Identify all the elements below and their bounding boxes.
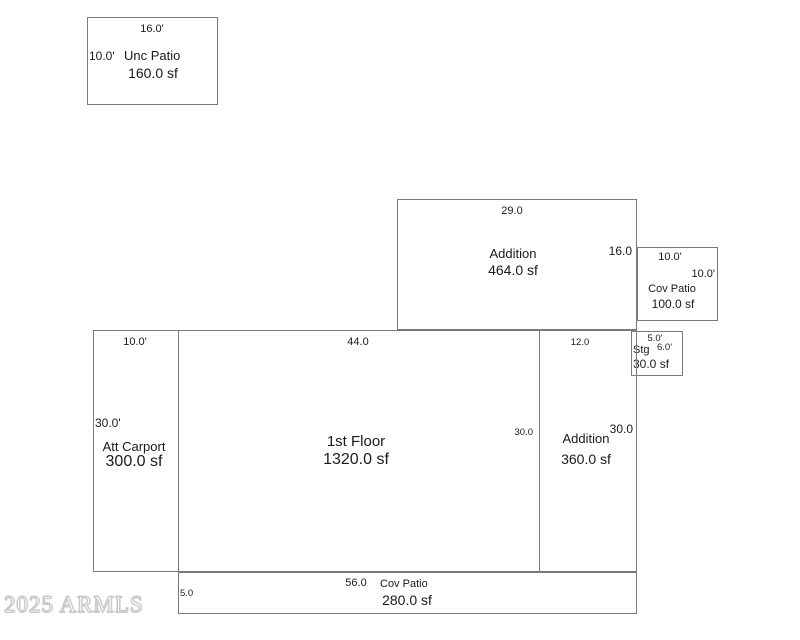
addition-right-height-dim: 30.0 [609,422,633,436]
att-carport-width-dim: 10.0' [123,336,147,348]
stg-width-dim: 5.0' [647,333,663,344]
first-floor-width-dim: 44.0 [347,336,369,348]
addition-top-area: 464.0 sf [488,262,538,278]
room-cov-patio-bottom [178,572,637,614]
att-carport-height-dim: 30.0' [95,416,121,430]
stg-label: Stg [633,344,650,356]
armls-watermark: 2025 ARMLS [4,592,144,618]
first-floor-label: 1st Floor [326,433,386,450]
addition-top-height-dim: 16.0 [608,244,632,258]
cov-patio-right-label: Cov Patio [648,283,696,295]
room-cov-patio-right [637,247,718,321]
room-stg [631,331,683,376]
first-floor-area: 1320.0 sf [323,451,389,468]
cov-patio-right-area: 100.0 sf [651,297,695,311]
room-addition-top [397,199,637,330]
att-carport-label: Att Carport [102,439,166,454]
addition-right-width-dim: 12.0 [570,337,590,348]
divider-carport-firstfloor [178,330,179,572]
att-carport-area: 300.0 sf [105,453,163,470]
stg-area: 30.0 sf [633,357,670,371]
first-floor-height-dim: 30.0 [514,427,534,438]
stg-height-dim: 6.0' [657,342,673,353]
cov-patio-bottom-area: 280.0 sf [382,592,432,608]
main-structure-outline [93,330,637,572]
addition-right-label: Addition [562,431,610,446]
cov-patio-bottom-label: Cov Patio [380,578,428,590]
unc-patio-height-dim: 10.0' [89,49,115,63]
cov-patio-right-height-dim: 10.0' [691,268,715,280]
cov-patio-right-width-dim: 10.0' [658,251,682,263]
cov-patio-bottom-width-dim: 56.0 [345,577,367,589]
room-unc-patio [87,17,218,105]
cov-patio-bottom-height-dim: 5.0 [180,588,194,599]
addition-top-label: Addition [489,246,537,261]
divider-firstfloor-addition [539,330,540,572]
addition-right-area: 360.0 sf [561,451,611,467]
unc-patio-label: Unc Patio [124,48,181,63]
unc-patio-area: 160.0 sf [128,65,178,81]
addition-top-width-dim: 29.0 [501,205,523,217]
unc-patio-width-dim: 16.0' [140,23,164,35]
